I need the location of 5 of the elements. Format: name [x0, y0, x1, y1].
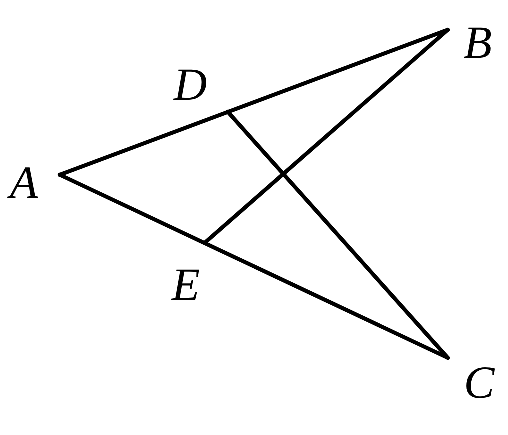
vertex-label: B: [463, 20, 494, 66]
vertex-label: A: [2, 160, 46, 206]
vertex-label: C: [463, 360, 496, 406]
vertex-label: E: [170, 262, 202, 308]
vertex-label: D: [172, 62, 208, 108]
